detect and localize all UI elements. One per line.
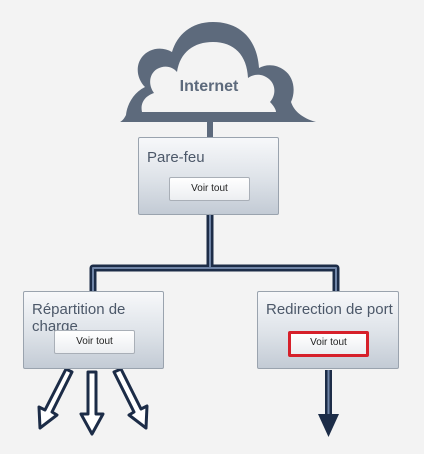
load-balancer-view-all-button[interactable]: Voir tout [54,330,135,354]
port-forward-node: Redirection de port Voir tout [257,291,399,369]
cloud-label: Internet [179,78,239,95]
port-forward-title: Redirection de port [266,301,393,318]
connector-tree [89,214,340,293]
port-forward-output-arrow [318,370,339,437]
load-balancer-node: Répartition de charge Voir tout [23,291,164,369]
firewall-title: Pare-feu [147,149,205,166]
firewall-view-all-button[interactable]: Voir tout [169,177,250,201]
firewall-node: Pare-feu Voir tout [138,137,279,215]
cloud-icon [120,22,316,122]
load-balancer-output-arrows [37,367,149,436]
port-forward-view-all-button[interactable]: Voir tout [288,331,369,357]
